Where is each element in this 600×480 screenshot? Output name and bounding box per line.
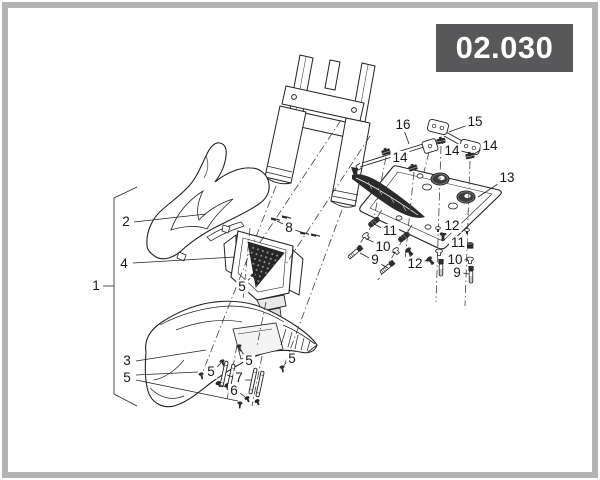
screw-5 bbox=[236, 401, 243, 409]
rod-7 bbox=[255, 370, 265, 398]
callout-5-b: 5 bbox=[205, 363, 217, 380]
bolt-9 bbox=[346, 244, 364, 261]
bolt-9 bbox=[437, 258, 445, 277]
callout-10-a: 10 bbox=[373, 238, 393, 255]
screw-8 bbox=[281, 214, 292, 220]
fender-tab bbox=[176, 251, 187, 262]
screw-8 bbox=[310, 232, 321, 238]
callout-13: 13 bbox=[497, 169, 517, 186]
washer-10 bbox=[466, 256, 474, 264]
callout-5-d: 5 bbox=[286, 350, 298, 367]
callout-14-a: 14 bbox=[390, 149, 410, 166]
callout-5-a: 5 bbox=[121, 369, 133, 386]
pin-6 bbox=[253, 398, 262, 407]
fender-tab bbox=[221, 224, 231, 234]
callout-8: 8 bbox=[283, 219, 295, 236]
callout-14-b: 14 bbox=[442, 142, 462, 159]
screw-8 bbox=[270, 216, 281, 222]
washer-10 bbox=[435, 248, 443, 256]
bolt-9 bbox=[467, 265, 475, 284]
upper-fender-part bbox=[146, 142, 270, 262]
callout-2: 2 bbox=[120, 213, 132, 230]
fork-leg-left bbox=[264, 105, 307, 184]
callout-3: 3 bbox=[121, 352, 133, 369]
callout-11-b: 11 bbox=[448, 234, 468, 251]
rivet-12 bbox=[425, 255, 436, 267]
callout-10-b: 10 bbox=[445, 251, 465, 268]
callout-12-b: 12 bbox=[442, 217, 462, 234]
stud bbox=[464, 228, 470, 235]
callout-9-b: 9 bbox=[451, 264, 463, 281]
callout-5-e: 5 bbox=[236, 278, 248, 295]
callout-9-a: 9 bbox=[369, 251, 381, 268]
callout-16: 16 bbox=[393, 116, 413, 133]
screw-5 bbox=[279, 365, 286, 373]
screw-8 bbox=[299, 230, 310, 236]
callout-1: 1 bbox=[90, 277, 102, 294]
callout-14-c: 14 bbox=[480, 137, 500, 154]
bracket-part-15 bbox=[427, 118, 481, 156]
grille-mesh bbox=[247, 241, 285, 288]
mudflap-plate-part bbox=[359, 165, 502, 250]
plate-grommet bbox=[456, 190, 476, 204]
callout-7: 7 bbox=[233, 369, 245, 386]
callout-6: 6 bbox=[228, 382, 240, 399]
catalog-code-box: 02.030 bbox=[436, 24, 573, 72]
callout-4: 4 bbox=[118, 255, 130, 272]
fender-recess bbox=[232, 322, 284, 360]
fender-ribs bbox=[280, 328, 311, 352]
front-fork bbox=[264, 54, 376, 208]
leader-lines bbox=[103, 124, 502, 407]
rod-7 bbox=[248, 367, 258, 395]
steering-stem bbox=[324, 59, 341, 91]
callout-11-a: 11 bbox=[380, 222, 400, 239]
callout-12-a: 12 bbox=[405, 255, 425, 272]
callout-15: 15 bbox=[465, 113, 485, 130]
catalog-code: 02.030 bbox=[455, 30, 554, 65]
callout-5-c: 5 bbox=[243, 352, 255, 369]
